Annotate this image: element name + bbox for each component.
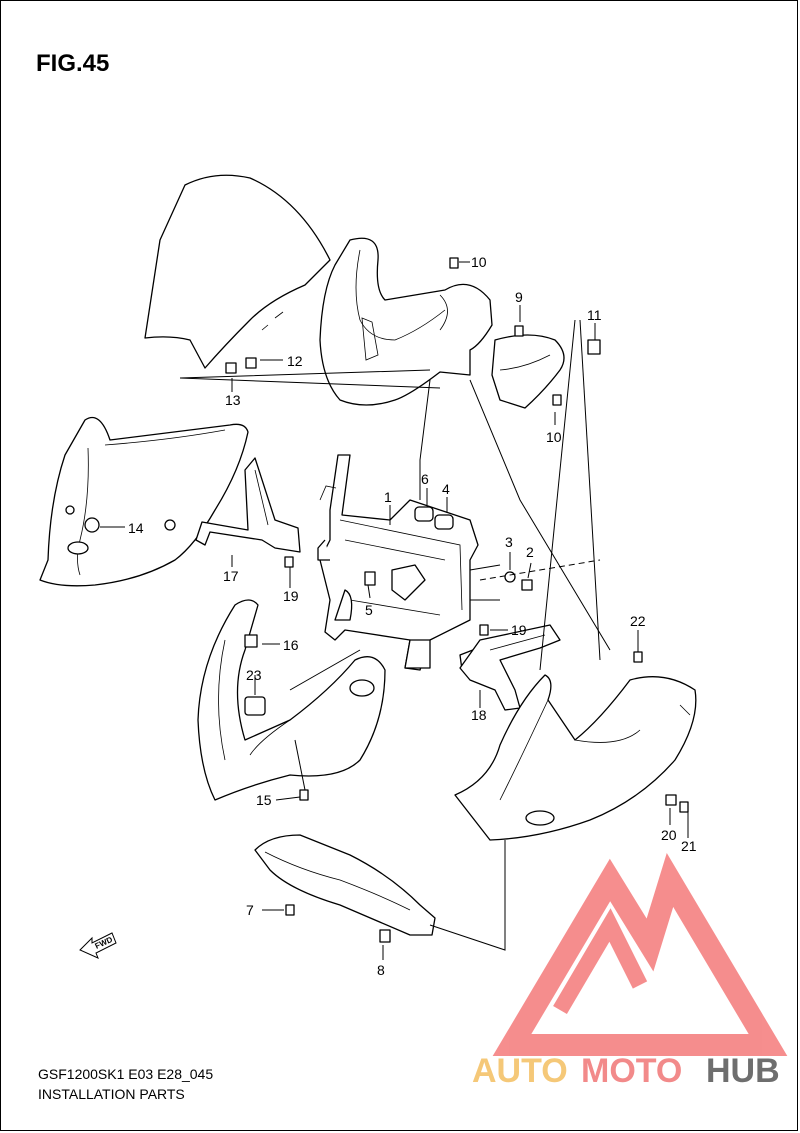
bolt-2-part bbox=[521, 579, 533, 591]
callout-2: 2 bbox=[526, 544, 534, 560]
windscreen-part bbox=[144, 174, 331, 369]
upper-cowl-part bbox=[319, 237, 493, 406]
callout-11: 11 bbox=[587, 307, 602, 323]
bushing-4-part bbox=[434, 514, 454, 530]
screw-10a-part bbox=[449, 257, 459, 269]
under-cowl-part bbox=[254, 834, 436, 936]
watermark-hub: HUB bbox=[706, 1052, 780, 1090]
callout-8: 8 bbox=[377, 962, 385, 978]
callout-9: 9 bbox=[515, 289, 523, 305]
callout-7: 7 bbox=[246, 902, 254, 918]
callout-3: 3 bbox=[505, 534, 513, 550]
callout-20: 20 bbox=[661, 827, 677, 843]
screw-9-part bbox=[514, 325, 524, 337]
callout-13: 13 bbox=[225, 392, 241, 408]
callout-5: 5 bbox=[365, 602, 373, 618]
callout-19-right: 19 bbox=[511, 622, 527, 638]
watermark-auto: AUTO bbox=[472, 1052, 568, 1090]
figure-title: FIG.45 bbox=[36, 50, 110, 77]
nut-20-part bbox=[665, 794, 677, 806]
callout-16: 16 bbox=[283, 637, 299, 653]
callout-6: 6 bbox=[421, 471, 429, 487]
watermark-text: AUTO MOTO HUB bbox=[472, 1052, 780, 1090]
callout-1: 1 bbox=[384, 489, 392, 505]
callout-10-top: 10 bbox=[471, 254, 487, 270]
model-code: GSF1200SK1 E03 E28_045 bbox=[38, 1066, 214, 1082]
callout-19-left: 19 bbox=[283, 588, 299, 604]
screw-10b-part bbox=[552, 394, 562, 406]
left-inner-panel-part bbox=[39, 416, 249, 587]
fwd-arrow-icon: FWD bbox=[79, 932, 117, 959]
washer-3-part bbox=[504, 571, 516, 583]
callout-leaders bbox=[100, 261, 689, 960]
screw-8-part bbox=[379, 929, 391, 943]
nut-11-part bbox=[587, 339, 601, 355]
screw-15-part bbox=[299, 789, 309, 801]
callout-10-bottom: 10 bbox=[546, 429, 562, 445]
clip-16-part bbox=[244, 634, 258, 648]
screw-21-part bbox=[679, 801, 689, 813]
grommet-23-part bbox=[244, 696, 266, 716]
screw-19b-part bbox=[479, 624, 489, 636]
callout-15: 15 bbox=[256, 792, 272, 808]
side-duct-part bbox=[491, 334, 565, 409]
nut-5-part bbox=[364, 571, 376, 586]
section-name: INSTALLATION PARTS bbox=[38, 1086, 185, 1102]
callout-4: 4 bbox=[442, 481, 450, 497]
callout-12: 12 bbox=[287, 353, 303, 369]
watermark-logo-icon bbox=[492, 853, 788, 1056]
callout-22: 22 bbox=[630, 613, 646, 629]
screw-13-part bbox=[225, 362, 237, 374]
callout-labels: 1 2 3 4 5 6 7 8 9 10 10 11 12 13 14 15 1… bbox=[128, 254, 697, 978]
bracket-18-part bbox=[459, 624, 561, 711]
front-fairing-part bbox=[197, 599, 386, 801]
callout-14: 14 bbox=[128, 520, 144, 536]
screw-7-part bbox=[285, 904, 295, 916]
bracket-17-part bbox=[195, 457, 301, 553]
bushing-6-part bbox=[414, 506, 434, 522]
screw-19a-part bbox=[284, 556, 294, 568]
side-fairing-part bbox=[454, 674, 697, 841]
watermark-moto: MOTO bbox=[581, 1052, 682, 1090]
callout-17: 17 bbox=[223, 568, 239, 584]
callout-23: 23 bbox=[246, 667, 262, 683]
callout-21: 21 bbox=[681, 838, 697, 854]
frame-bracket-part bbox=[317, 454, 481, 671]
leader-lines bbox=[179, 319, 611, 951]
screw-22-part bbox=[633, 651, 643, 663]
callout-18: 18 bbox=[471, 707, 487, 723]
washer-12-part bbox=[245, 357, 257, 369]
